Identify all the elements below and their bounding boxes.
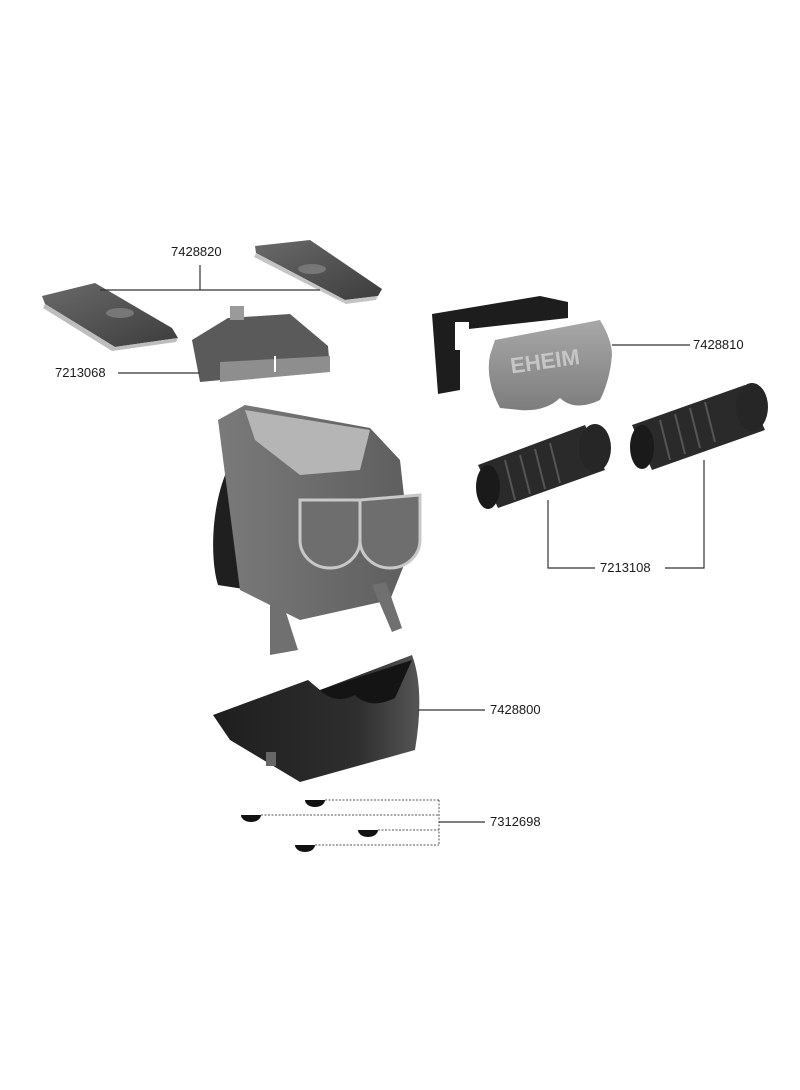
- bottom-shell: [213, 655, 420, 782]
- leader-lines: [100, 265, 705, 823]
- filter-cartridge-left: [476, 424, 611, 509]
- part-number-cover-plates: 7428820: [168, 245, 225, 259]
- filter-body: [213, 405, 422, 655]
- part-number-filter-head: 7428810: [690, 338, 747, 352]
- filter-cartridge-right: [630, 383, 768, 470]
- part-number-filter-cartridges: 7213108: [597, 561, 654, 575]
- part-number-bottom-shell: 7428800: [487, 703, 544, 717]
- part-number-top-cover: 7213068: [52, 366, 109, 380]
- top-cover: [192, 306, 330, 382]
- cover-plate-left: [42, 283, 178, 351]
- filter-head: EHEIM: [432, 296, 612, 411]
- part-number-suction-cups: 7312698: [487, 815, 544, 829]
- cover-plate-right: [254, 240, 382, 304]
- suction-cups: [241, 799, 440, 852]
